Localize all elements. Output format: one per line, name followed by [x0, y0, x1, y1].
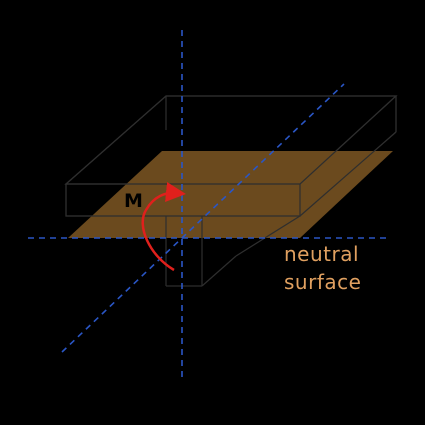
diagonal-axis	[61, 83, 345, 353]
beam-front-face	[64, 95, 398, 217]
beam-web	[165, 215, 301, 287]
neutral-surface-label-line2: surface	[284, 270, 361, 294]
moment-arrow	[141, 182, 186, 272]
neutral-surface-plane	[68, 151, 393, 238]
neutral-surface-label-line1: neutral	[284, 242, 359, 266]
moment-label: M	[124, 190, 143, 212]
